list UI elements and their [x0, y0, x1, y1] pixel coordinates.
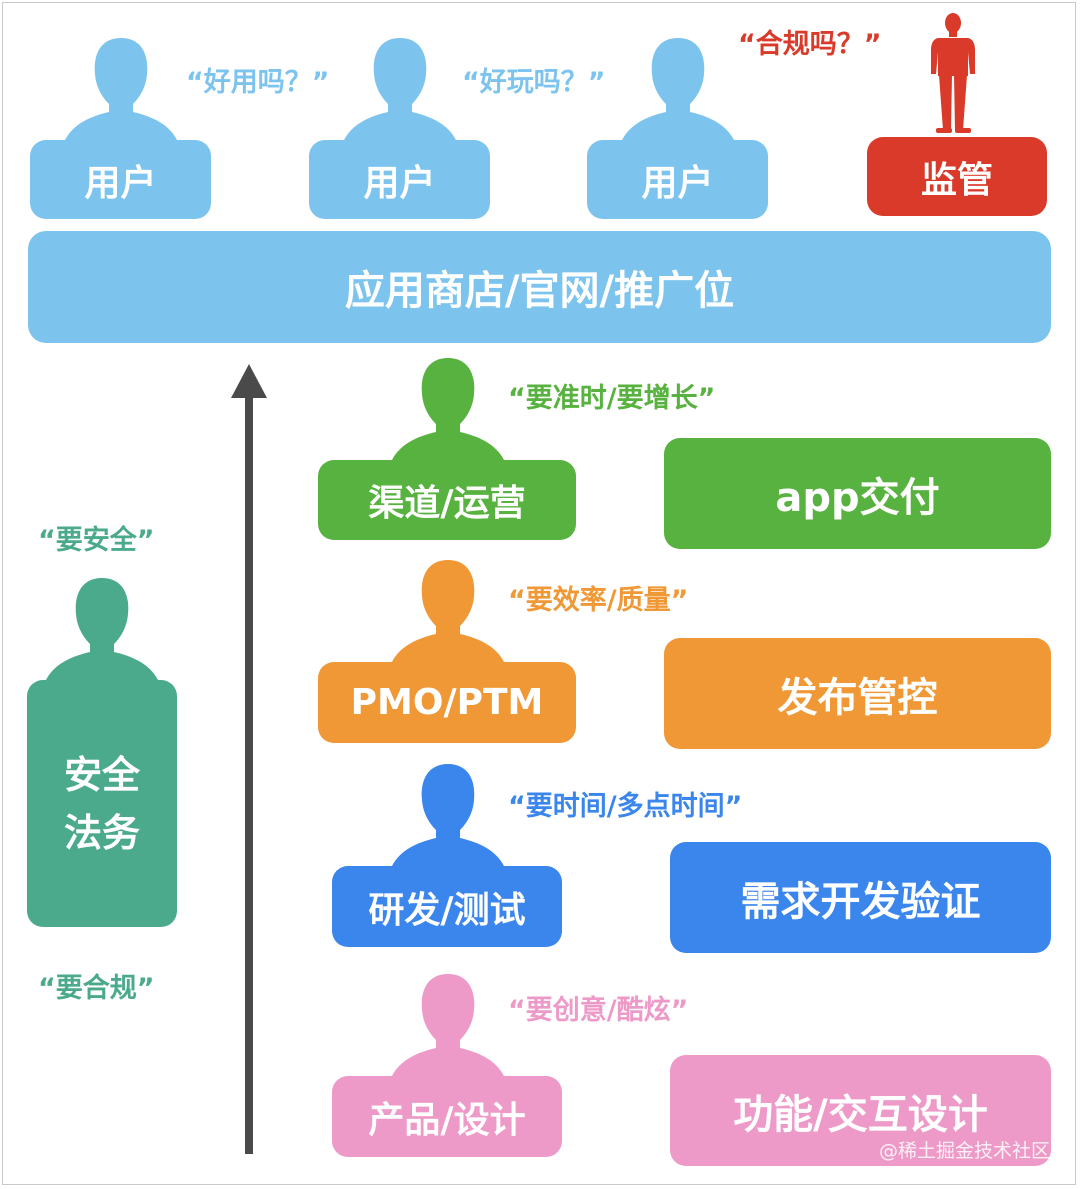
- user-2-label: 用户: [363, 162, 436, 204]
- product-person-icon: [390, 972, 506, 1076]
- dev-person-icon: [390, 762, 506, 866]
- pmo-box: PMO/PTM: [318, 662, 576, 743]
- user-1-quote: “好用吗？”: [186, 67, 330, 98]
- dev-quote: “要时间/多点时间”: [508, 791, 743, 822]
- channel-person-icon: [390, 356, 506, 460]
- feature-design-label: 功能/交互设计: [733, 1091, 988, 1138]
- security-legal-box: 安全 法务: [27, 680, 177, 927]
- channel-box: 渠道/运营: [318, 460, 576, 540]
- user-1-person-icon: [63, 36, 179, 140]
- product-quote: “要创意/酷炫”: [508, 995, 689, 1026]
- dev-box: 研发/测试: [332, 866, 562, 947]
- app-delivery-label: app交付: [775, 474, 940, 521]
- app-store-bar: 应用商店/官网/推广位: [28, 231, 1051, 343]
- dev-verify-label: 需求开发验证: [740, 878, 981, 925]
- product-box: 产品/设计: [332, 1076, 562, 1157]
- app-delivery-stage: app交付: [664, 438, 1051, 549]
- user-1-label: 用户: [84, 162, 157, 204]
- security-label-line1: 安全: [63, 752, 140, 797]
- user-3-label: 用户: [641, 162, 714, 204]
- security-person-icon: [44, 576, 160, 680]
- channel-label: 渠道/运营: [368, 483, 526, 524]
- release-control-label: 发布管控: [777, 674, 938, 721]
- security-label-line2: 法务: [63, 810, 140, 855]
- channel-quote: “要准时/要增长”: [508, 383, 716, 414]
- regulator-box: 监管: [867, 137, 1047, 216]
- security-quote-bottom: “要合规”: [38, 973, 155, 1004]
- regulator-quote: “合规吗？”: [738, 29, 882, 60]
- user-3-box: 用户: [587, 140, 768, 219]
- dev-label: 研发/测试: [368, 889, 526, 931]
- user-2-box: 用户: [309, 140, 490, 219]
- pmo-person-icon: [390, 558, 506, 662]
- dev-verify-stage: 需求开发验证: [670, 842, 1051, 953]
- product-label: 产品/设计: [368, 1099, 526, 1141]
- security-quote-top: “要安全”: [38, 525, 155, 556]
- app-store-bar-label: 应用商店/官网/推广位: [344, 268, 735, 314]
- user-1-box: 用户: [30, 140, 211, 219]
- release-control-stage: 发布管控: [664, 638, 1051, 749]
- regulator-label: 监管: [920, 159, 993, 201]
- feature-design-stage: 功能/交互设计: [670, 1055, 1051, 1166]
- pmo-quote: “要效率/质量”: [508, 585, 689, 616]
- user-2-person-icon: [342, 36, 458, 140]
- pmo-label: PMO/PTM: [350, 682, 544, 723]
- user-3-person-icon: [620, 36, 736, 140]
- user-2-quote: “好玩吗？”: [462, 67, 606, 98]
- regulator-person-icon: [928, 12, 978, 134]
- flow-up-arrow: [229, 364, 269, 1156]
- watermark: @稀土掘金技术社区: [878, 1140, 1050, 1162]
